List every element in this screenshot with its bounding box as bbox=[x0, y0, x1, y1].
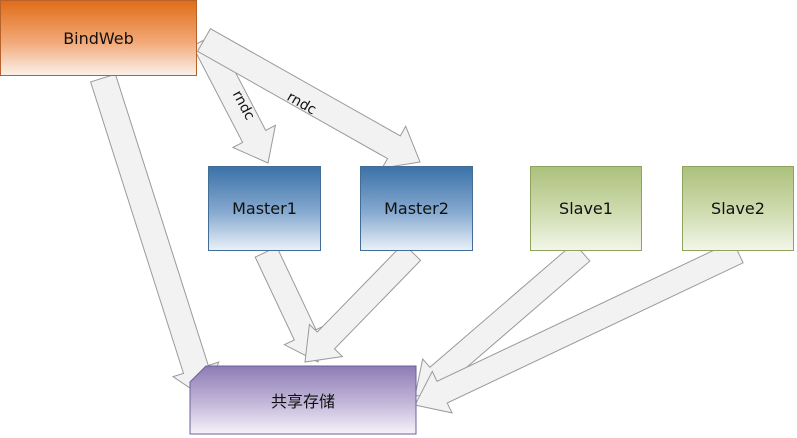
node-slave1: Slave1 bbox=[530, 166, 642, 251]
arrow-slave2-to-storage bbox=[414, 240, 744, 414]
node-slave1-label: Slave1 bbox=[559, 199, 613, 218]
node-shared-storage: 共享存储 bbox=[190, 366, 416, 434]
node-bindweb-label: BindWeb bbox=[63, 28, 134, 48]
arrow-master2-to-storage bbox=[304, 242, 422, 363]
node-master2-label: Master2 bbox=[384, 199, 449, 218]
arrow-bindweb-to-storage bbox=[89, 73, 220, 399]
node-master1: Master1 bbox=[208, 166, 321, 251]
node-master2: Master2 bbox=[360, 166, 473, 251]
node-master1-label: Master1 bbox=[232, 199, 297, 218]
node-slave2-label: Slave2 bbox=[711, 199, 765, 218]
node-slave2: Slave2 bbox=[682, 166, 794, 251]
node-bindweb: BindWeb bbox=[0, 0, 197, 76]
arrow-bindweb-to-master2 bbox=[196, 28, 421, 169]
node-shared-storage-label: 共享存储 bbox=[270, 392, 335, 411]
